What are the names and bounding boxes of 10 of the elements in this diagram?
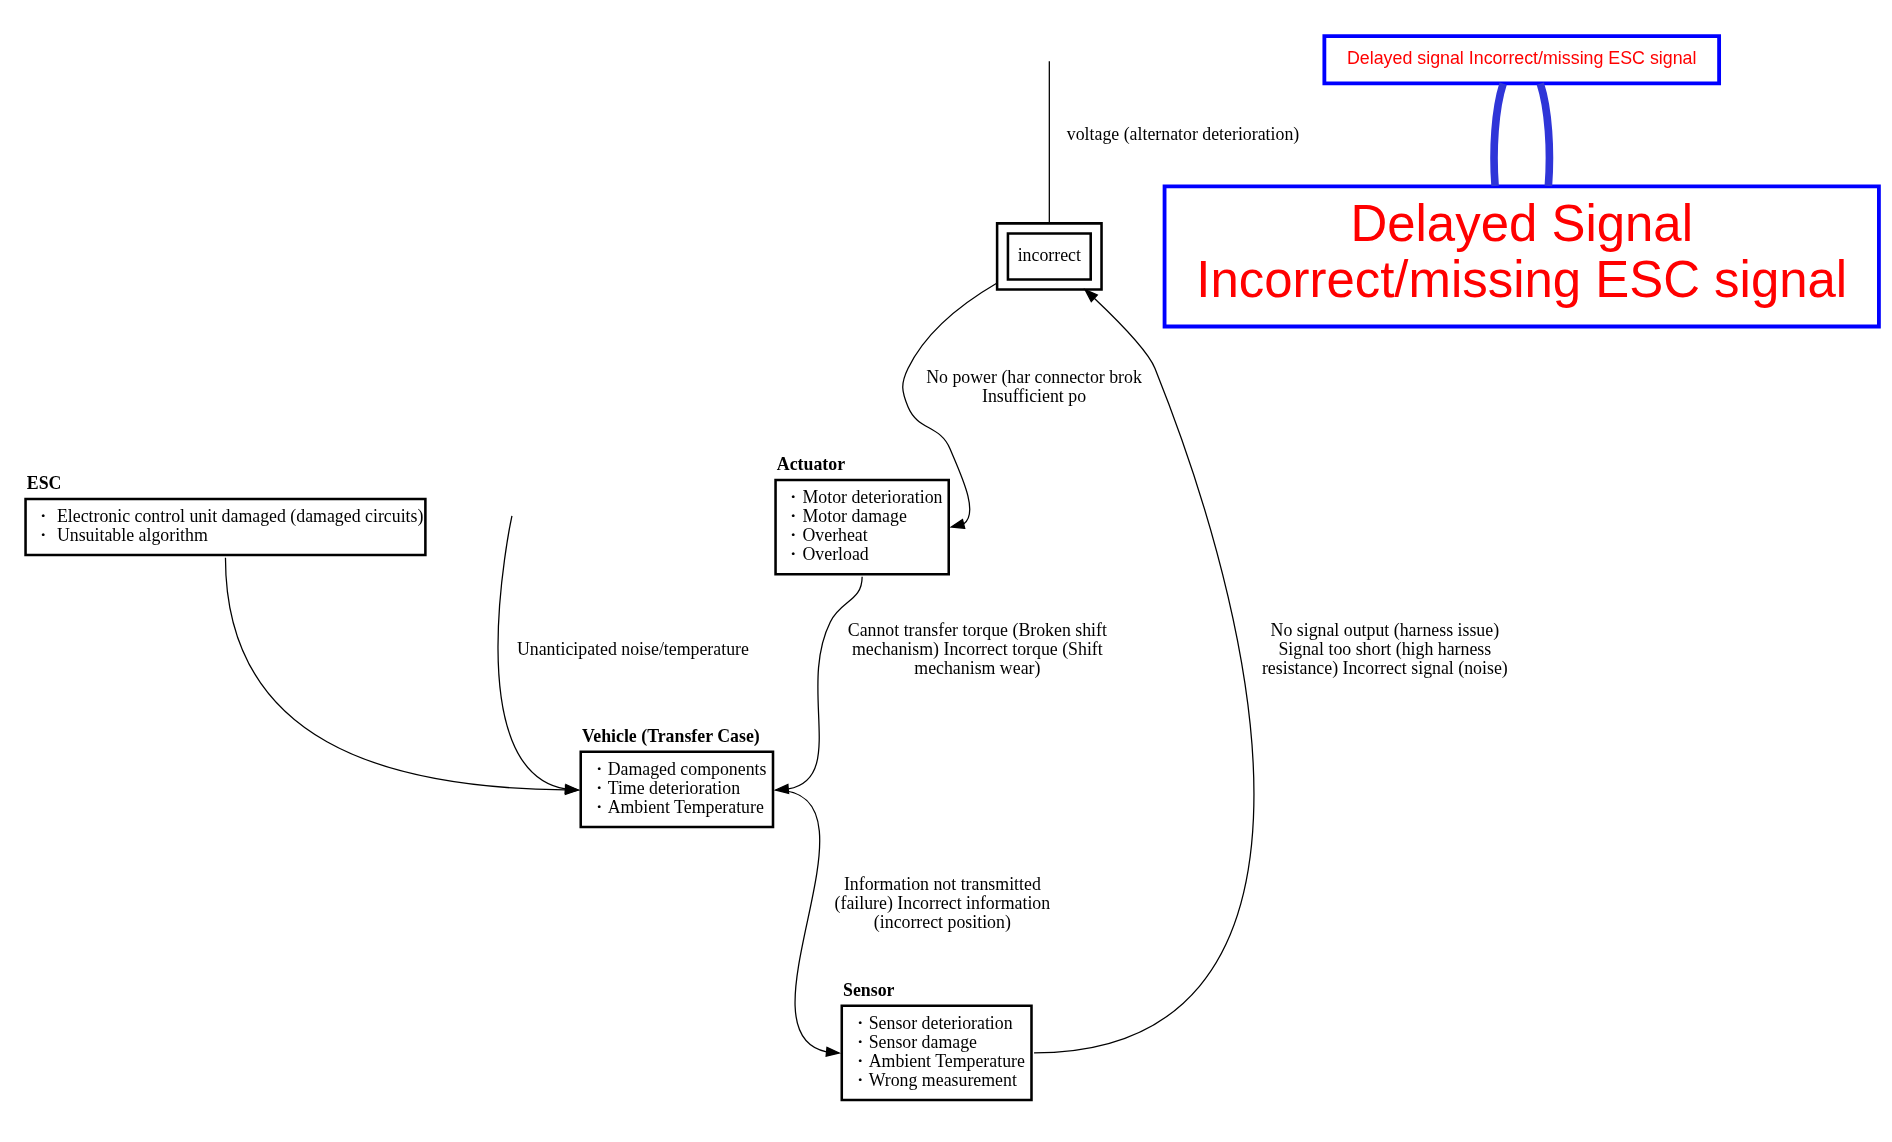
node-label: Sensor <box>842 979 895 1000</box>
node-label: Actuator <box>776 454 845 475</box>
node-label: Vehicle (Transfer Case) <box>581 725 760 746</box>
edge-label: voltage (alternator deterioration) <box>1066 123 1299 144</box>
edge-label: Cannot transfer torque (Broken shift mechanism) Incorrect torque (Shift mechanism wear) <box>847 620 1107 679</box>
edge-label: No power (har connector brok Insufficient po <box>925 366 1142 406</box>
edge-label: Information not transmitted (failure) Incorrect information (incorrect position) <box>834 873 1050 932</box>
edge-label: No signal output (harness issue) Signal too short (high harness resistance) Incorrect signal (noise) <box>1261 620 1508 679</box>
edge-label: Unanticipated noise/temperature <box>516 639 749 660</box>
node-label: ESC <box>26 473 61 494</box>
